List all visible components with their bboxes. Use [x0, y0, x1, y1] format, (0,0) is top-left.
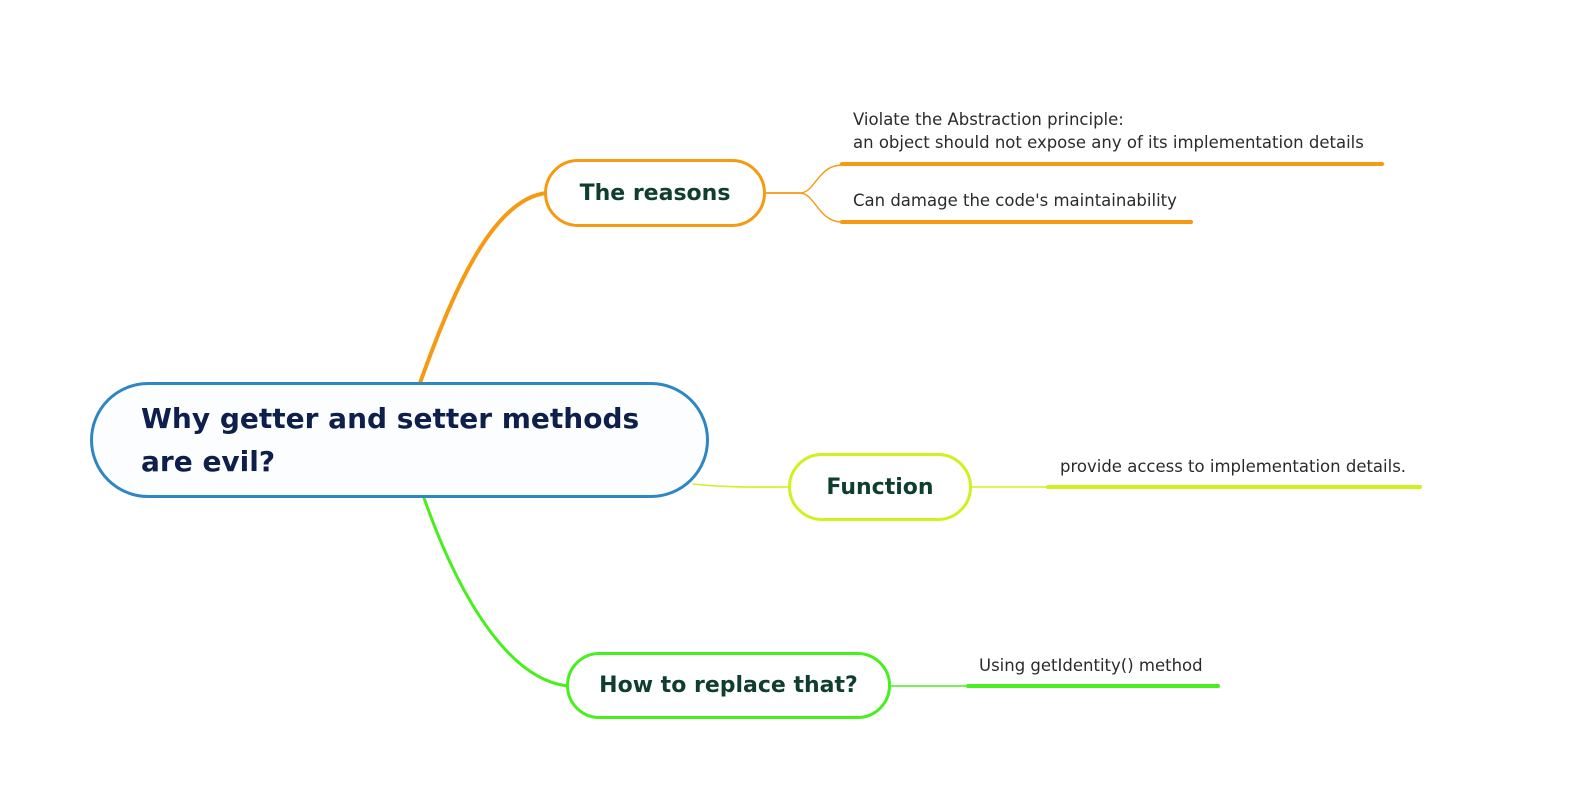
leaf-maintainability[interactable]: Can damage the code's maintainability [853, 189, 1177, 212]
root-node[interactable]: Why getter and setter methods are evil? [90, 382, 709, 498]
leaf-line: provide access to implementation details… [1060, 457, 1407, 476]
branch-node-function[interactable]: Function [788, 453, 972, 521]
link-root-replace [422, 496, 570, 688]
leaf-provide-access[interactable]: provide access to implementation details… [1060, 455, 1406, 478]
link-root-function [692, 483, 791, 488]
branch-node-replace[interactable]: How to replace that? [566, 652, 891, 719]
leaf-line: an object should not expose any of its i… [853, 133, 1364, 152]
leaf-line: Using getIdentity() method [979, 656, 1203, 675]
branch-label: Function [826, 474, 934, 500]
leaf-line: Can damage the code's maintainability [853, 191, 1177, 210]
leaf-line: Violate the Abstraction principle: [853, 110, 1124, 129]
root-label: Why getter and setter methods are evil? [141, 402, 640, 478]
link-reasons-leaf-1 [766, 164, 843, 194]
link-reasons-leaf-2 [766, 192, 843, 223]
leaf-abstraction-principle[interactable]: Violate the Abstraction principle: an ob… [853, 108, 1364, 154]
leaf-get-identity[interactable]: Using getIdentity() method [979, 654, 1203, 677]
branch-node-reasons[interactable]: The reasons [544, 159, 766, 227]
branch-label: How to replace that? [599, 673, 858, 698]
link-root-reasons [418, 191, 548, 385]
branch-label: The reasons [579, 180, 731, 206]
